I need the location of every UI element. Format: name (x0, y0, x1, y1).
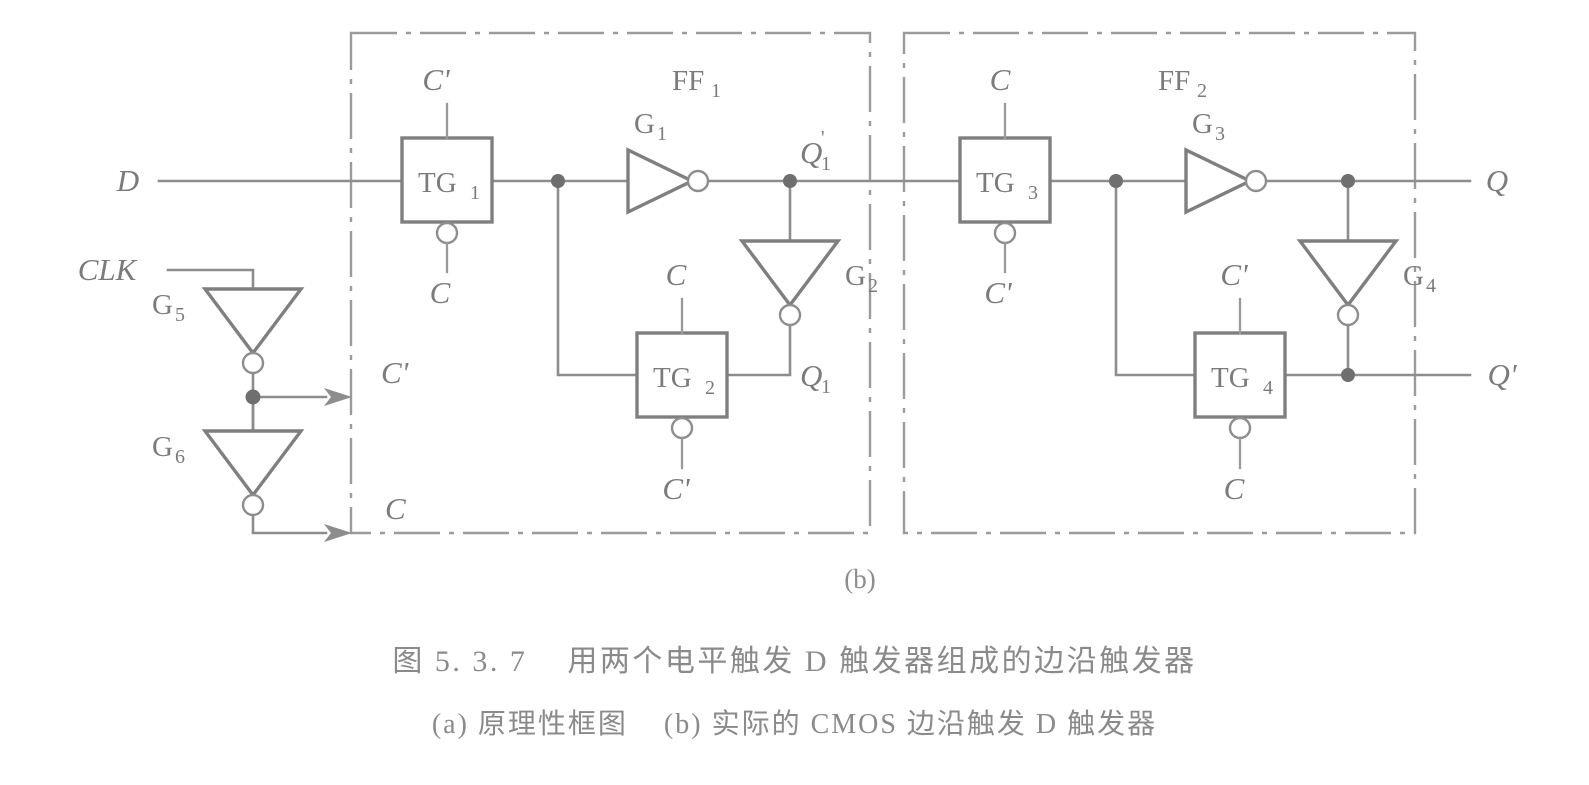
tg3-top-ctrl-label: C (990, 62, 1011, 97)
wire-n2-feedback-to-tg4 (1114, 179, 1197, 377)
gate-tg2[interactable]: TG 2 C C' (635, 257, 729, 506)
tg4-label: TG (1211, 362, 1250, 394)
wire-clk-to-g5 (166, 268, 255, 290)
label-q1-subscript: 1 (821, 376, 831, 398)
tg1-bottom-ctrl-label: C (430, 275, 451, 310)
g3-sub: 3 (1215, 123, 1225, 145)
tg3-bottom-ctrl-label: C' (984, 275, 1013, 310)
tg2-bottom-bubble-icon (670, 416, 694, 440)
caption-main-line: 图 5. 3. 7 用两个电平触发 D 触发器组成的边沿触发器 (392, 645, 1197, 678)
tg3-sub: 3 (1028, 182, 1038, 204)
label-ff1: FF 1 (672, 65, 721, 102)
label-q1bar-prime: ' (821, 127, 825, 149)
gate-tg3[interactable]: TG 3 C C' (958, 62, 1052, 310)
label-clk-input: CLK (78, 252, 139, 287)
gate-g5[interactable]: G 5 (152, 287, 305, 375)
tg2-bottom-ctrl-label: C' (662, 471, 691, 506)
g4-sub: 4 (1426, 275, 1436, 297)
tg3-label: TG (976, 167, 1015, 199)
label-qbar-output: Q' (1487, 357, 1517, 392)
junction-dot-cbar (245, 389, 261, 405)
label-ff1-base: FF (672, 65, 704, 97)
label-ff1-subscript: 1 (711, 80, 721, 102)
label-c-output: C (385, 491, 406, 526)
figure-caption: 图 5. 3. 7 用两个电平触发 D 触发器组成的边沿触发器 (a) 原理性框… (0, 636, 1589, 742)
gate-tg1[interactable]: TG 1 C' C (400, 62, 494, 310)
label-ff2-base: FF (1158, 65, 1190, 97)
tg3-bottom-bubble-icon (993, 221, 1017, 245)
g1-label: G (634, 108, 655, 140)
label-q1-base: Q (800, 358, 822, 393)
label-q1-node: Q 1 (800, 358, 831, 398)
label-q1bar-subscript: 1 (821, 153, 831, 175)
g6-sub: 6 (175, 446, 185, 468)
g1-sub: 1 (657, 123, 667, 145)
ff2-boundary (902, 31, 1417, 535)
g2-label: G (845, 260, 866, 292)
label-cbar-output: C' (381, 355, 410, 390)
label-q1bar-base: Q (800, 135, 822, 170)
caption-sub-line: (a) 原理性框图 (b) 实际的 CMOS 边沿触发 D 触发器 (431, 709, 1158, 740)
panel-label: (b) (844, 564, 875, 594)
gate-g2[interactable]: G 2 (738, 239, 878, 327)
gate-tg4[interactable]: TG 4 C' C (1193, 257, 1287, 506)
label-q1bar-node: Q 1 ' (800, 127, 831, 175)
g6-label: G (152, 431, 173, 463)
tg1-sub: 1 (470, 182, 480, 204)
g4-output-bubble-icon (1336, 303, 1360, 327)
g5-sub: 5 (175, 304, 185, 326)
tg1-label: TG (418, 167, 457, 199)
junction-dot-n1 (551, 174, 565, 188)
g2-sub: 2 (868, 275, 878, 297)
gate-g1[interactable]: G 1 (626, 108, 710, 215)
g3-label: G (1192, 108, 1213, 140)
tg2-top-ctrl-label: C (666, 257, 687, 292)
tg4-sub: 4 (1263, 377, 1273, 399)
label-d-input: D (116, 163, 139, 198)
label-ff2-subscript: 2 (1197, 80, 1207, 102)
junction-dot-qbar (1341, 368, 1355, 382)
ff1-boundary (349, 31, 872, 535)
junction-dot-q (1341, 174, 1355, 188)
tg4-top-ctrl-label: C' (1220, 257, 1249, 292)
gate-g3[interactable]: G 3 (1184, 108, 1268, 215)
g2-output-bubble-icon (778, 303, 802, 327)
gate-g4[interactable]: G 4 (1296, 239, 1436, 327)
c-arrowhead (324, 524, 352, 542)
wire-c-branch (251, 504, 328, 535)
junction-dot-n2 (1109, 174, 1123, 188)
g3-output-bubble-icon (1244, 169, 1268, 193)
label-ff2: FF 2 (1158, 65, 1207, 102)
g6-output-bubble-icon (241, 493, 265, 517)
g4-label: G (1403, 260, 1424, 292)
tg2-label: TG (653, 362, 692, 394)
tg1-bottom-bubble-icon (435, 221, 459, 245)
tg1-top-ctrl-label: C' (422, 62, 451, 97)
wire-tg2-out-to-g2 (725, 314, 792, 377)
wire-n1-feedback-to-tg2 (556, 179, 639, 377)
tg2-sub: 2 (705, 377, 715, 399)
gate-g6[interactable]: G 6 (152, 429, 305, 517)
g5-output-bubble-icon (241, 351, 265, 375)
g5-label: G (152, 289, 173, 321)
tg4-bottom-ctrl-label: C (1224, 471, 1245, 506)
junction-dot-q1bar (783, 174, 797, 188)
cbar-arrowhead (324, 388, 352, 406)
label-q-output: Q (1486, 163, 1508, 198)
tg4-bottom-bubble-icon (1228, 416, 1252, 440)
g1-output-bubble-icon (686, 169, 710, 193)
